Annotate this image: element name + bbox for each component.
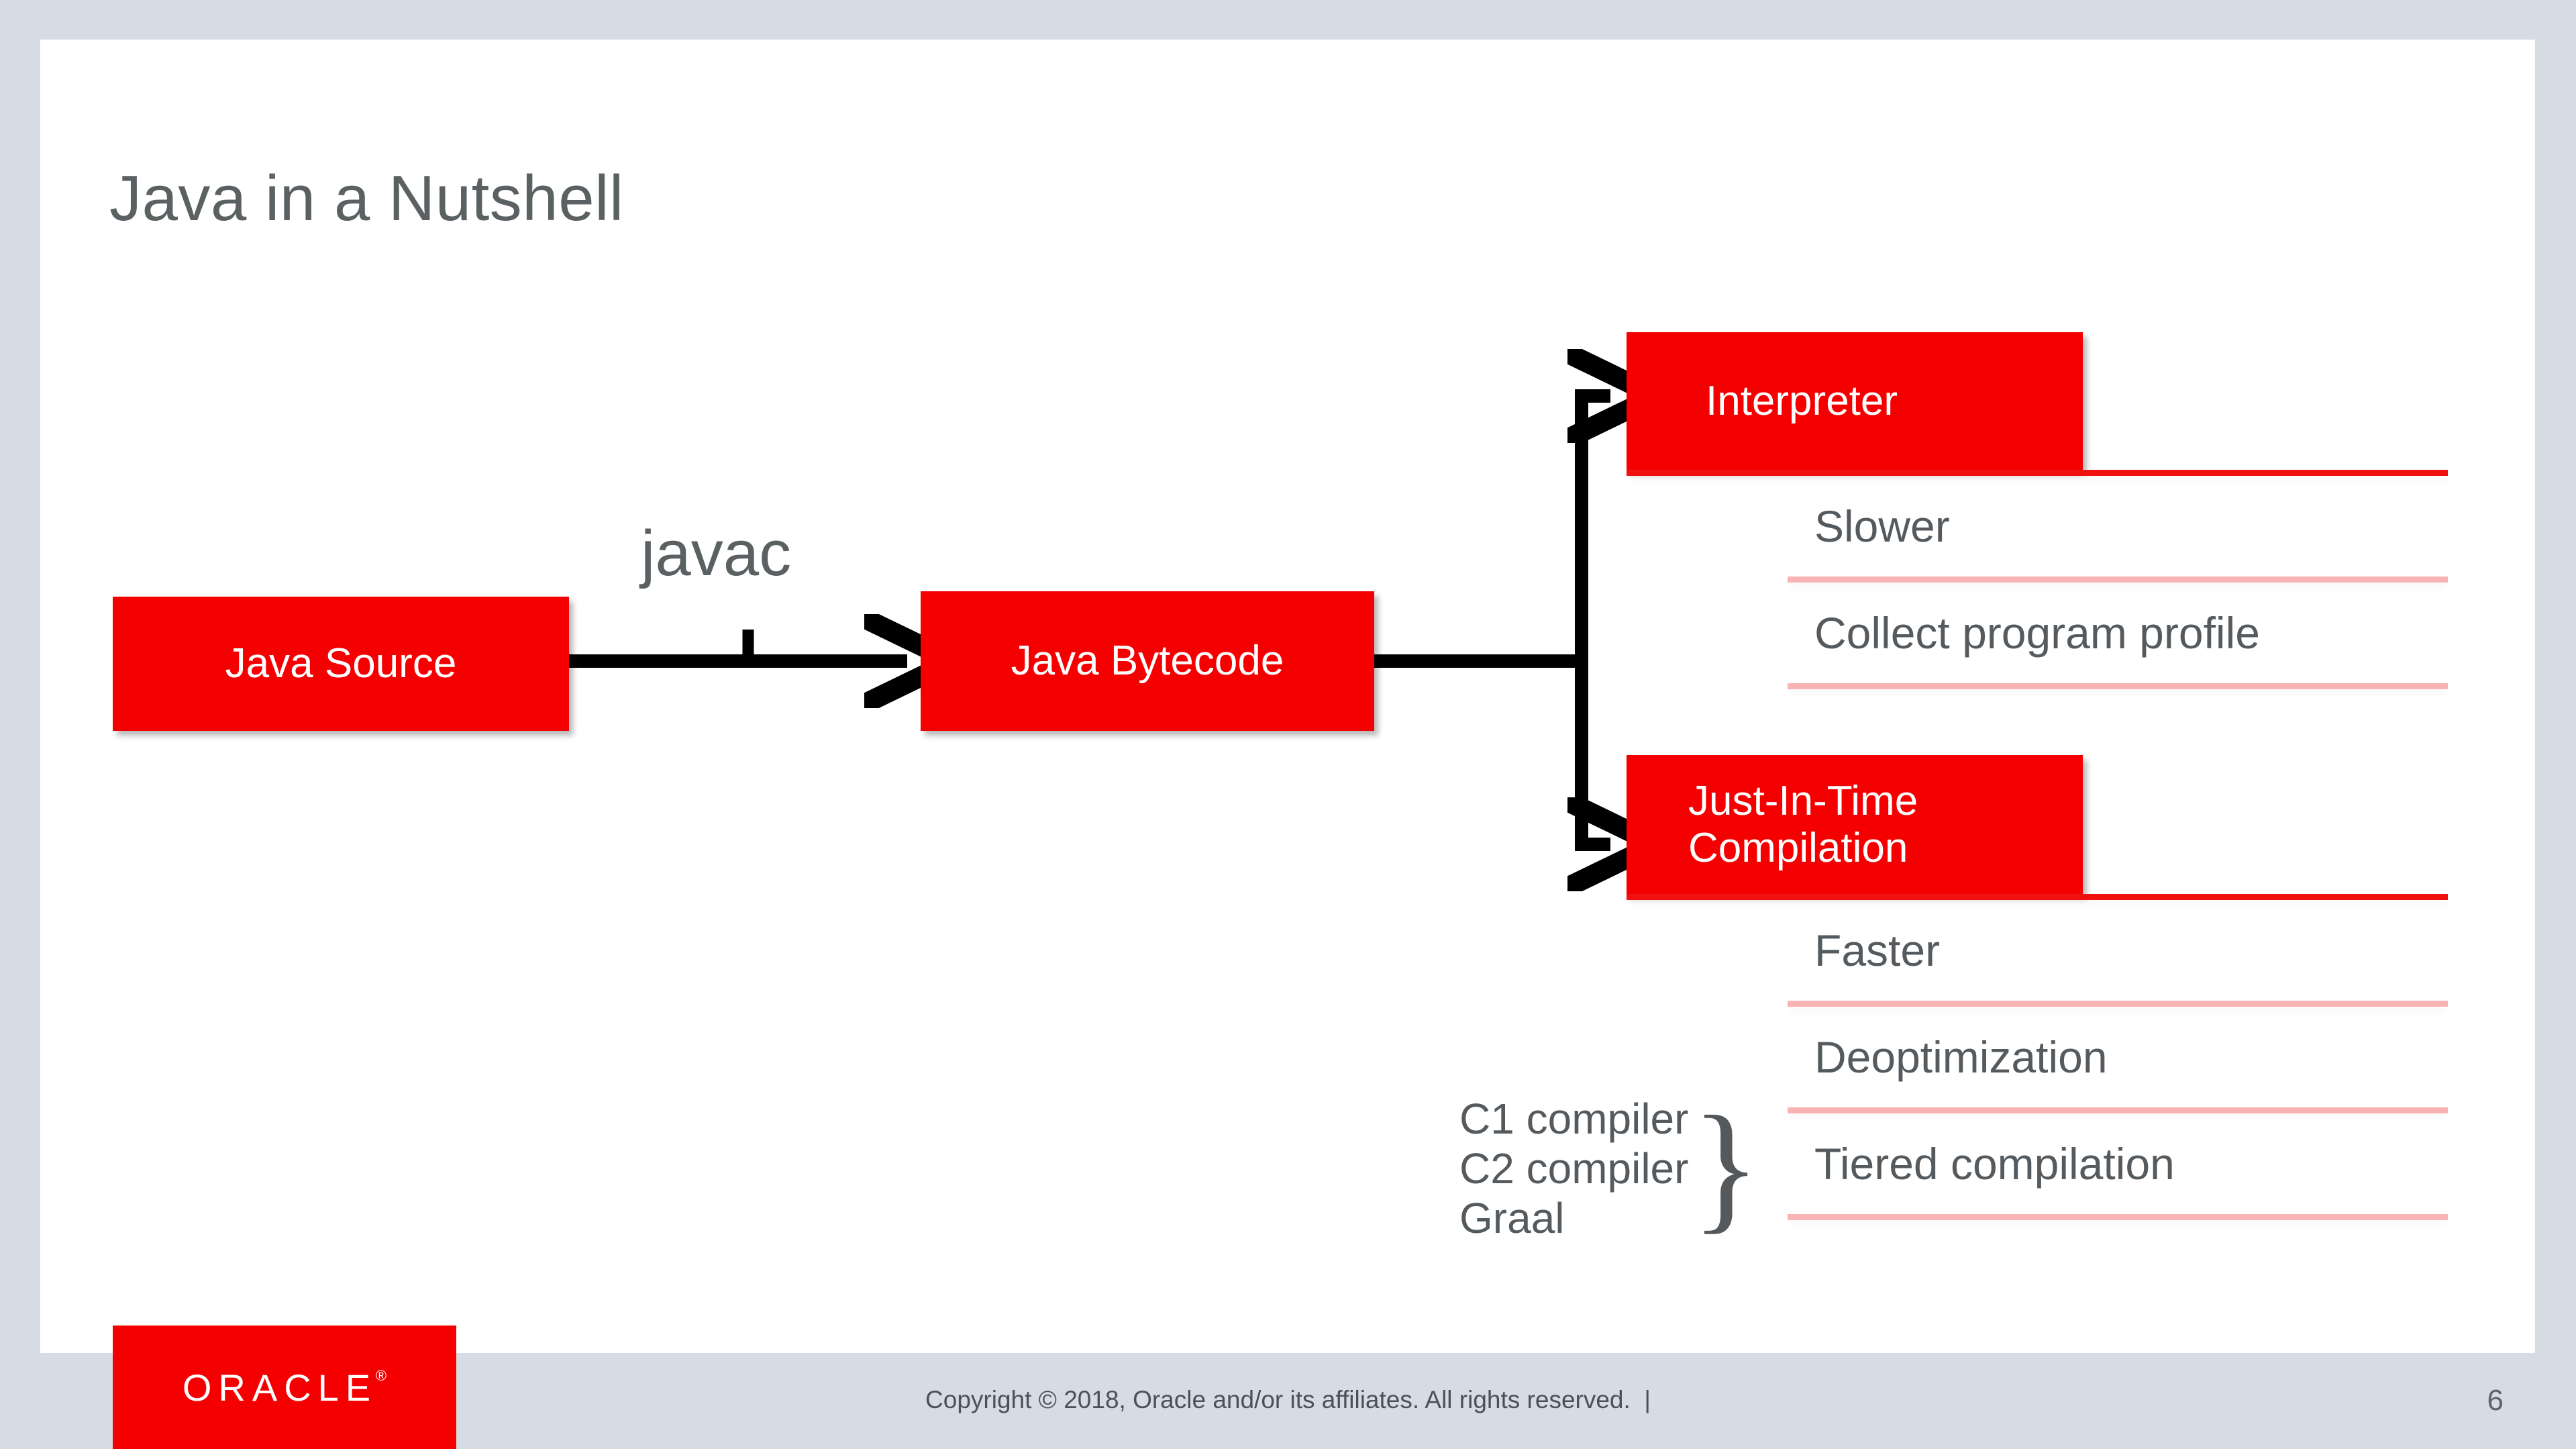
oracle-wordmark-text: ORACLE® <box>183 1366 387 1409</box>
divider-pink <box>1788 1001 2448 1007</box>
divider-pink <box>1788 577 2448 583</box>
list-item: Collect program profile <box>1627 583 2448 683</box>
list-item: Faster <box>1627 900 2448 1001</box>
compiler-name: C1 compiler <box>1459 1095 1689 1143</box>
compiler-group: C1 compiler C2 compiler Graal } <box>1459 1094 1761 1244</box>
interpreter-box: Interpreter <box>1627 332 2083 470</box>
compiler-name: C2 compiler <box>1459 1144 1689 1193</box>
compiler-name: Graal <box>1459 1194 1565 1243</box>
divider-pink <box>1788 683 2448 689</box>
javac-label: javac <box>641 517 792 589</box>
jit-label: Just-In-Time Compilation <box>1688 778 1918 871</box>
compiler-name-list: C1 compiler C2 compiler Graal <box>1459 1094 1688 1244</box>
detail-text: Collect program profile <box>1814 608 2260 658</box>
list-item: Deoptimization <box>1627 1007 2448 1107</box>
divider-pink <box>1788 1107 2448 1113</box>
detail-text: Tiered compilation <box>1814 1139 2175 1189</box>
oracle-logo: ORACLE® <box>113 1326 456 1449</box>
detail-text: Deoptimization <box>1814 1032 2108 1082</box>
detail-text: Faster <box>1814 926 1941 975</box>
java-bytecode-label: Java Bytecode <box>1011 638 1284 685</box>
divider-red <box>1627 470 2448 476</box>
java-bytecode-box: Java Bytecode <box>921 591 1374 731</box>
divider-red <box>1627 894 2448 900</box>
jit-detail-list: Faster Deoptimization Tiered compilation <box>1627 894 2448 1220</box>
interpreter-detail-list: Slower Collect program profile <box>1627 470 2448 689</box>
curly-brace-icon: } <box>1691 1085 1761 1246</box>
list-item: Tiered compilation <box>1627 1113 2448 1214</box>
list-item: Slower <box>1627 476 2448 577</box>
interpreter-label: Interpreter <box>1706 377 1898 424</box>
java-source-label: Java Source <box>225 640 457 687</box>
divider-pink <box>1788 1214 2448 1220</box>
registered-trademark-icon: ® <box>375 1366 387 1384</box>
oracle-wordmark-label: ORACLE <box>182 1366 378 1409</box>
java-source-box: Java Source <box>113 597 569 731</box>
jit-box: Just-In-Time Compilation <box>1627 755 2083 894</box>
detail-text: Slower <box>1814 501 1950 551</box>
page-title: Java in a Nutshell <box>109 162 624 234</box>
slide-page-number: 6 <box>2487 1384 2504 1417</box>
footer-copyright: Copyright © 2018, Oracle and/or its affi… <box>925 1386 1651 1413</box>
